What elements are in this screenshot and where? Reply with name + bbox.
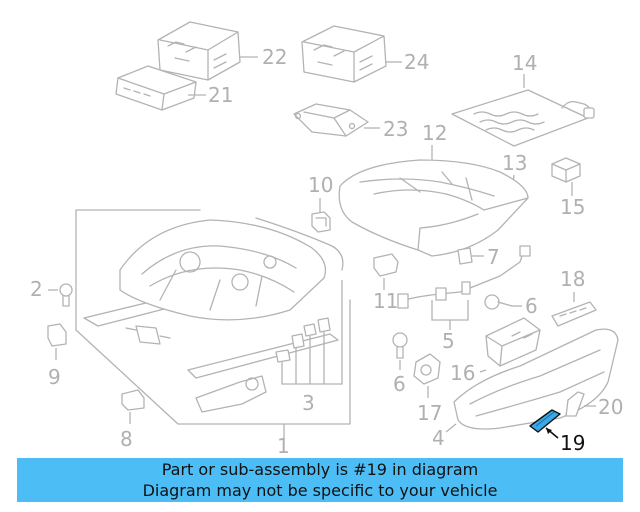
part-1-seat-frame bbox=[75, 209, 351, 440]
part-21-control-box bbox=[115, 65, 206, 111]
part-6-bolt-lower bbox=[392, 332, 408, 370]
part-10-clip bbox=[311, 211, 331, 233]
part-23-bracket bbox=[293, 103, 380, 137]
callout-24[interactable]: 24 bbox=[404, 50, 429, 74]
part-19-highlighted[interactable] bbox=[529, 409, 561, 439]
part-22-module bbox=[157, 21, 258, 81]
callout-7[interactable]: 7 bbox=[487, 245, 500, 269]
banner-line-1: Part or sub-assembly is #19 in diagram bbox=[161, 460, 479, 479]
callout-6b[interactable]: 6 bbox=[393, 372, 406, 396]
callout-10[interactable]: 10 bbox=[308, 173, 333, 197]
part-18-switch bbox=[551, 292, 597, 327]
info-banner: Part or sub-assembly is #19 in diagram D… bbox=[17, 458, 623, 502]
part-20-cap bbox=[565, 391, 596, 417]
callout-15[interactable]: 15 bbox=[560, 195, 585, 219]
callout-6a[interactable]: 6 bbox=[525, 294, 538, 318]
callout-22[interactable]: 22 bbox=[262, 45, 287, 69]
callout-5[interactable]: 5 bbox=[442, 329, 455, 353]
callout-20[interactable]: 20 bbox=[598, 395, 623, 419]
callout-17[interactable]: 17 bbox=[417, 401, 442, 425]
callout-21[interactable]: 21 bbox=[208, 83, 233, 107]
callout-4[interactable]: 4 bbox=[432, 426, 445, 450]
callout-14[interactable]: 14 bbox=[512, 51, 537, 75]
part-8-clip bbox=[121, 389, 145, 424]
part-12-seat-cushion bbox=[338, 159, 529, 257]
part-3-fasteners bbox=[275, 280, 343, 385]
callout-12[interactable]: 12 bbox=[422, 121, 447, 145]
part-11-clip bbox=[373, 253, 399, 290]
part-16-switch-module bbox=[479, 317, 541, 373]
part-2-bolt bbox=[48, 283, 73, 307]
part-7-clip bbox=[457, 247, 484, 265]
part-24-module bbox=[301, 25, 402, 83]
part-15-connector bbox=[551, 157, 581, 196]
callout-16[interactable]: 16 bbox=[450, 361, 475, 385]
banner-line-2: Diagram may not be specific to your vehi… bbox=[142, 481, 498, 500]
callout-19[interactable]: 19 bbox=[560, 431, 585, 455]
part-9-clip bbox=[47, 323, 67, 360]
callout-2[interactable]: 2 bbox=[30, 277, 43, 301]
part-6-bolt-right bbox=[484, 294, 522, 310]
callout-13[interactable]: 13 bbox=[502, 151, 527, 175]
callout-18[interactable]: 18 bbox=[560, 267, 585, 291]
callout-8[interactable]: 8 bbox=[120, 427, 133, 451]
part-14-heater-mat bbox=[451, 74, 595, 147]
callout-11[interactable]: 11 bbox=[373, 289, 398, 313]
callout-3[interactable]: 3 bbox=[302, 391, 315, 415]
callout-9[interactable]: 9 bbox=[48, 365, 61, 389]
part-17-knob bbox=[413, 353, 441, 398]
part-5-harness bbox=[397, 245, 531, 330]
callout-23[interactable]: 23 bbox=[383, 117, 408, 141]
callout-1[interactable]: 1 bbox=[277, 434, 290, 458]
